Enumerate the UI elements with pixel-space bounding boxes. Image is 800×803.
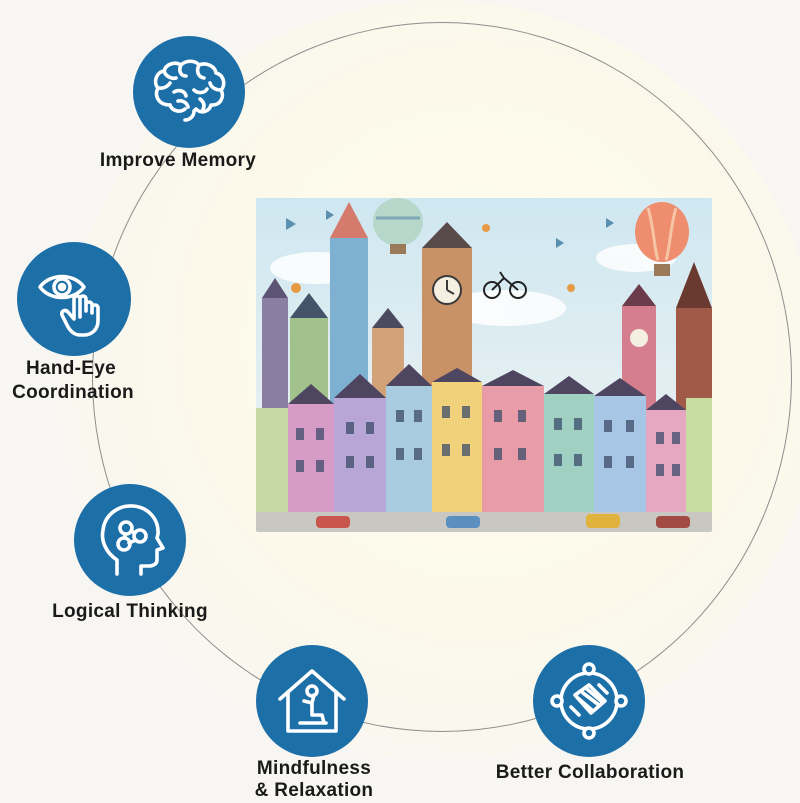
hand-eye-label-line1: Hand-Eye [25, 358, 117, 379]
puzzle-artwork [256, 198, 712, 532]
logical-thinking-label: Logical Thinking [52, 601, 208, 622]
house-person-icon [278, 669, 346, 733]
benefits-ring [92, 22, 792, 732]
mindfulness-label-line1: Mindfulness [256, 758, 372, 779]
head-molecule-icon [100, 504, 165, 576]
hand-eye-badge [17, 242, 131, 356]
hand-eye-label-line2: Coordination [12, 382, 134, 403]
improve-memory-label: Improve Memory [99, 150, 257, 171]
hot-air-balloon-left [373, 198, 423, 254]
better-collaboration-label: Better Collaboration [495, 762, 685, 783]
eye-pointing-hand-icon [38, 274, 100, 337]
logical-thinking-badge [74, 484, 186, 596]
hot-air-balloon-right [635, 202, 689, 276]
mindfulness-label-line2: & Relaxation [254, 780, 374, 801]
collaboration-badge [533, 645, 645, 757]
brain-icon [153, 59, 226, 122]
mindfulness-badge [256, 645, 368, 757]
puzzle-hands-icon [550, 662, 628, 740]
town-illustration [256, 198, 712, 532]
memory-badge [133, 36, 245, 148]
